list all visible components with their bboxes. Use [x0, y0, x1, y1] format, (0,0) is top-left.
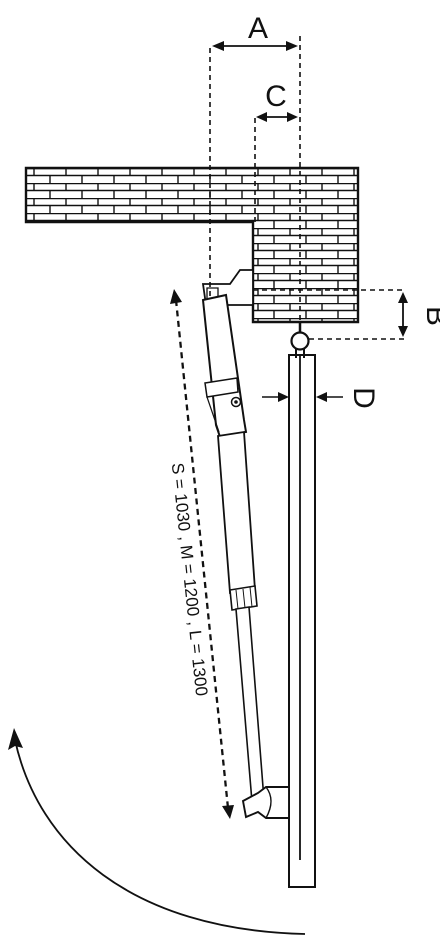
label-b: B [420, 306, 440, 326]
hinge-pin-icon [290, 331, 310, 351]
dimension-c [254, 112, 298, 222]
gate-post [288, 354, 316, 888]
opening-swing-arrow [8, 728, 306, 935]
dimension-d [262, 392, 343, 402]
dimension-a [209, 36, 301, 322]
stroke-dimension [170, 289, 234, 819]
actuator-tube [217, 430, 256, 595]
gate-leaf [288, 354, 316, 888]
hinge [290, 322, 310, 358]
brick-wall [24, 166, 360, 324]
label-a: A [248, 12, 268, 45]
stroke-length-note: S = 1030 , M = 1200 , L = 1300 [168, 462, 211, 697]
label-c: C [265, 80, 287, 113]
wall-shape [24, 166, 360, 324]
label-d: D [347, 387, 380, 409]
front-mounting-bracket [241, 786, 290, 819]
motor-housing [201, 293, 248, 439]
linear-actuator [201, 293, 265, 803]
dimension-b [253, 289, 408, 340]
piston-rod [235, 606, 265, 803]
arrowhead-icon [8, 728, 23, 750]
